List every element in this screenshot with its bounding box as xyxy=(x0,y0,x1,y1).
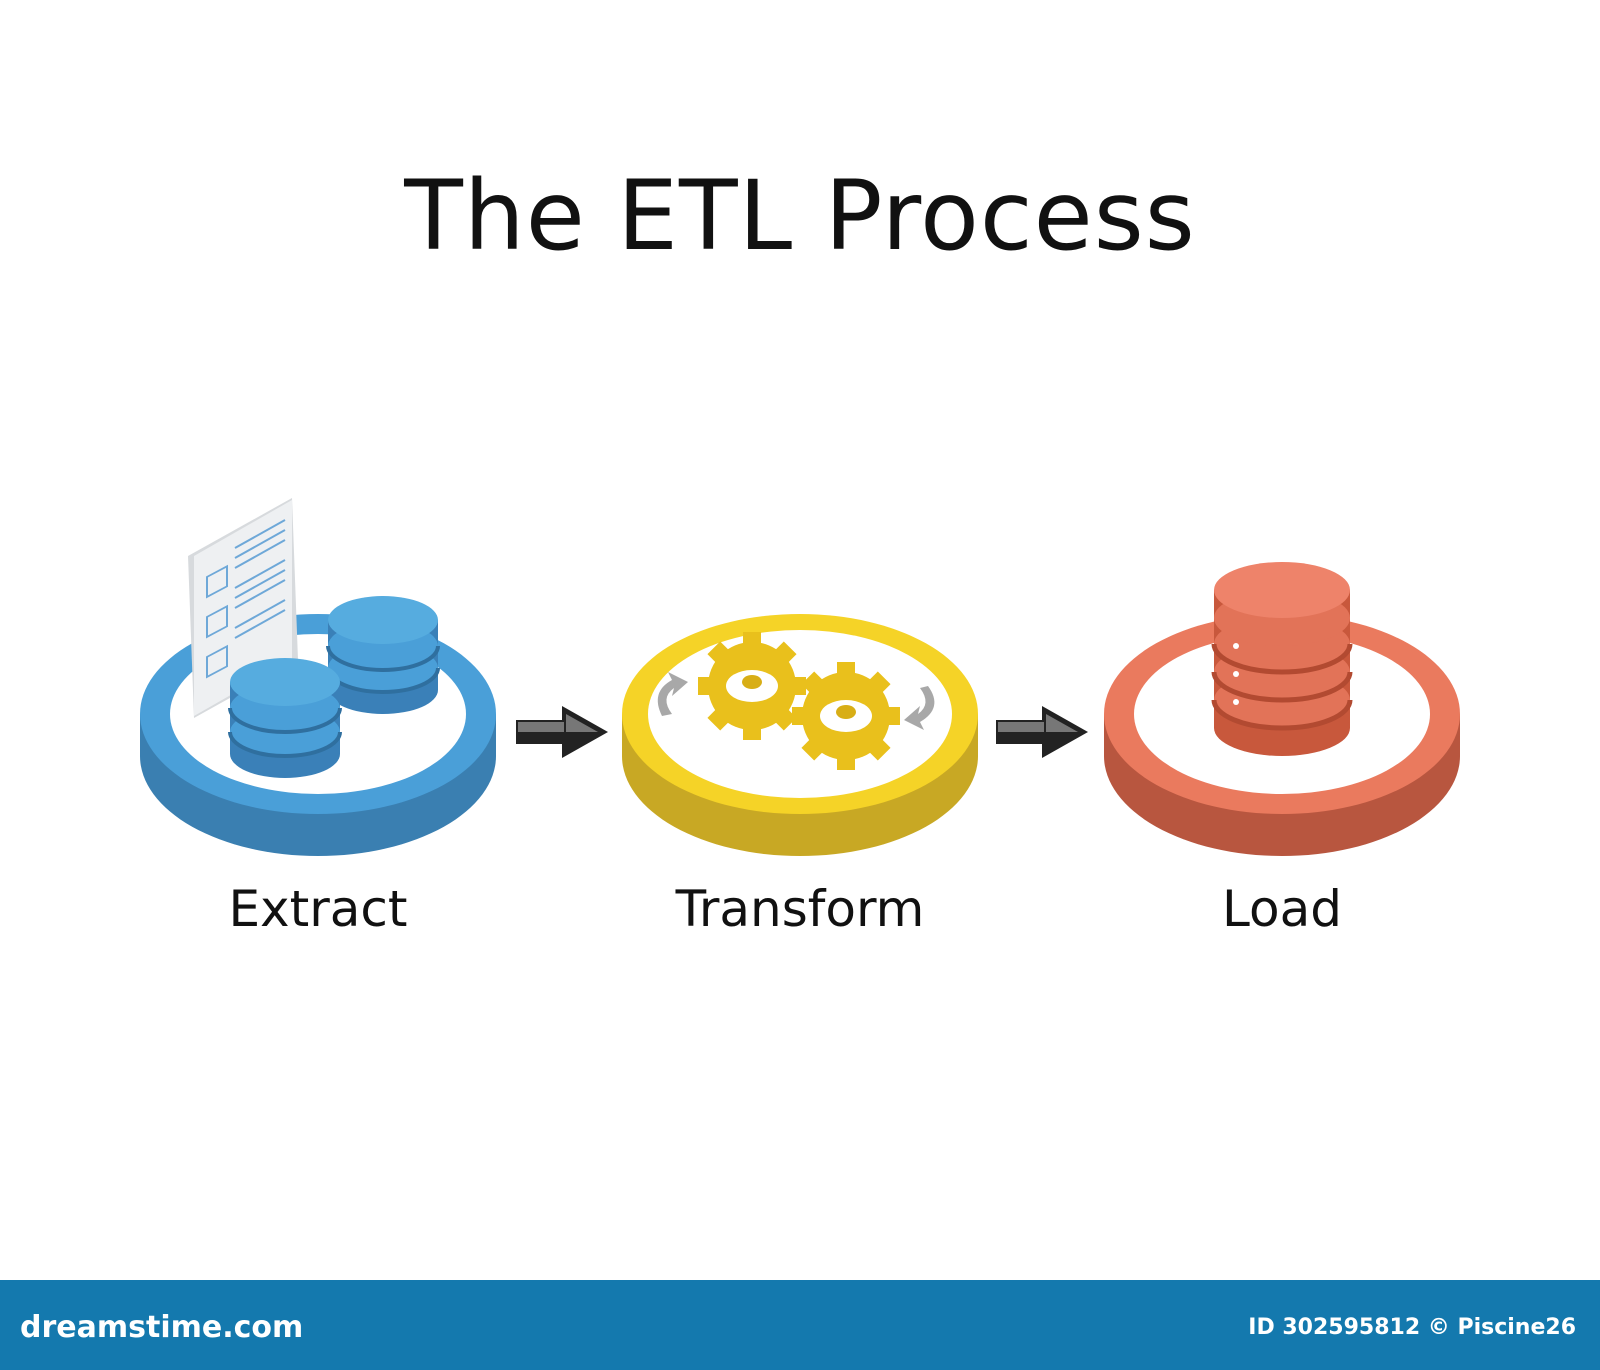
step-label-load: Load xyxy=(1222,880,1342,938)
arrow-extract-to-transform xyxy=(516,706,608,758)
rotate-arrow-icon-right xyxy=(904,686,935,730)
footer-bar: dreamstime.com ID 302595812 © Piscine26 xyxy=(0,1280,1600,1370)
database-icon-back xyxy=(326,596,440,714)
footer-credit: ID 302595812 © Piscine26 xyxy=(1248,1315,1576,1340)
gears-icon xyxy=(698,632,900,770)
diagram-title: The ETL Process xyxy=(404,160,1196,272)
step-label-extract: Extract xyxy=(228,880,408,938)
arrow-transform-to-load xyxy=(996,706,1088,758)
database-icon xyxy=(1211,562,1353,756)
transform-platform xyxy=(622,614,978,856)
database-icon-front xyxy=(228,658,342,778)
step-label-transform: Transform xyxy=(675,880,925,938)
footer-brand[interactable]: dreamstime.com xyxy=(20,1310,304,1345)
rotate-arrow-icon-left xyxy=(657,672,688,716)
etl-diagram xyxy=(140,498,1460,856)
